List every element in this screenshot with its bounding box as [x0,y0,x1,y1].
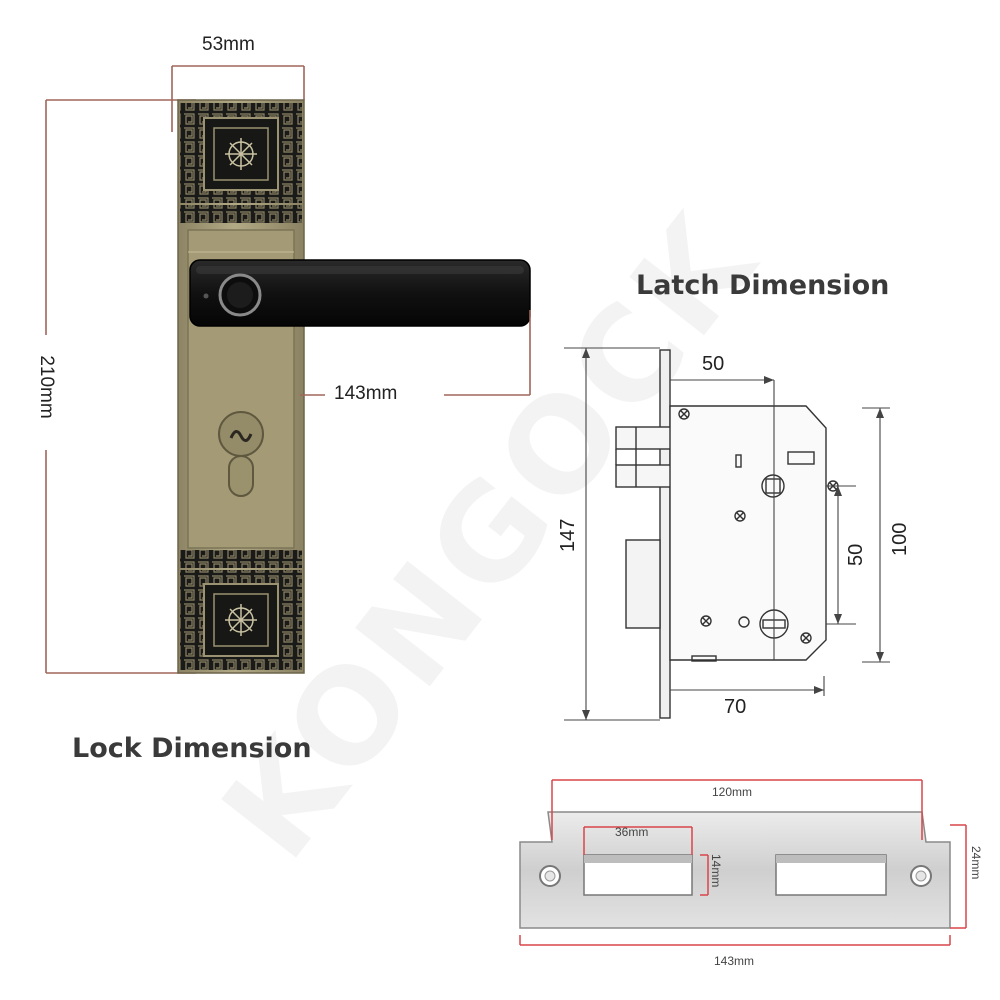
latch-center-distance-label: 50 [845,544,867,566]
strike-slot-width-label: 36mm [615,825,648,839]
lock-handle [189,259,531,327]
lock-height-dimension [45,99,196,674]
latch-backset-label: 50 [702,353,724,375]
latch-depth-label: 70 [724,696,746,718]
strike-slot-height-label: 14mm [709,854,723,887]
latch-right-height-label: 100 [889,523,911,556]
strike-plate [519,811,951,929]
latch-case [669,405,827,661]
strike-dimension-lines [519,779,967,946]
latch-faceplate [659,349,671,719]
handle-length-label: 143mm [334,383,398,404]
strike-plate-width-label: 24mm [969,846,983,879]
latch-diagram: 50 147 100 50 70 [557,347,911,721]
strike-total-length-label: 143mm [714,954,754,968]
latch-total-height-label: 147 [557,519,579,552]
strike-length-label: 120mm [712,785,752,799]
lock-plate [177,99,305,674]
latch-dimension-heading: Latch Dimension [636,270,890,301]
lock-width-label: 53mm [202,34,255,55]
lock-width-dimension [171,65,305,132]
handle-length-dimension [300,310,531,396]
strike-plate-diagram: 120mm 36mm 14mm 24mm 143mm [519,779,983,968]
latch-dimension-lines [564,347,890,721]
lock-dimension-heading: Lock Dimension [72,733,312,764]
spindle-hole [761,474,785,498]
lock-illustration [45,65,531,674]
lock-height-label: 210mm [36,355,57,419]
